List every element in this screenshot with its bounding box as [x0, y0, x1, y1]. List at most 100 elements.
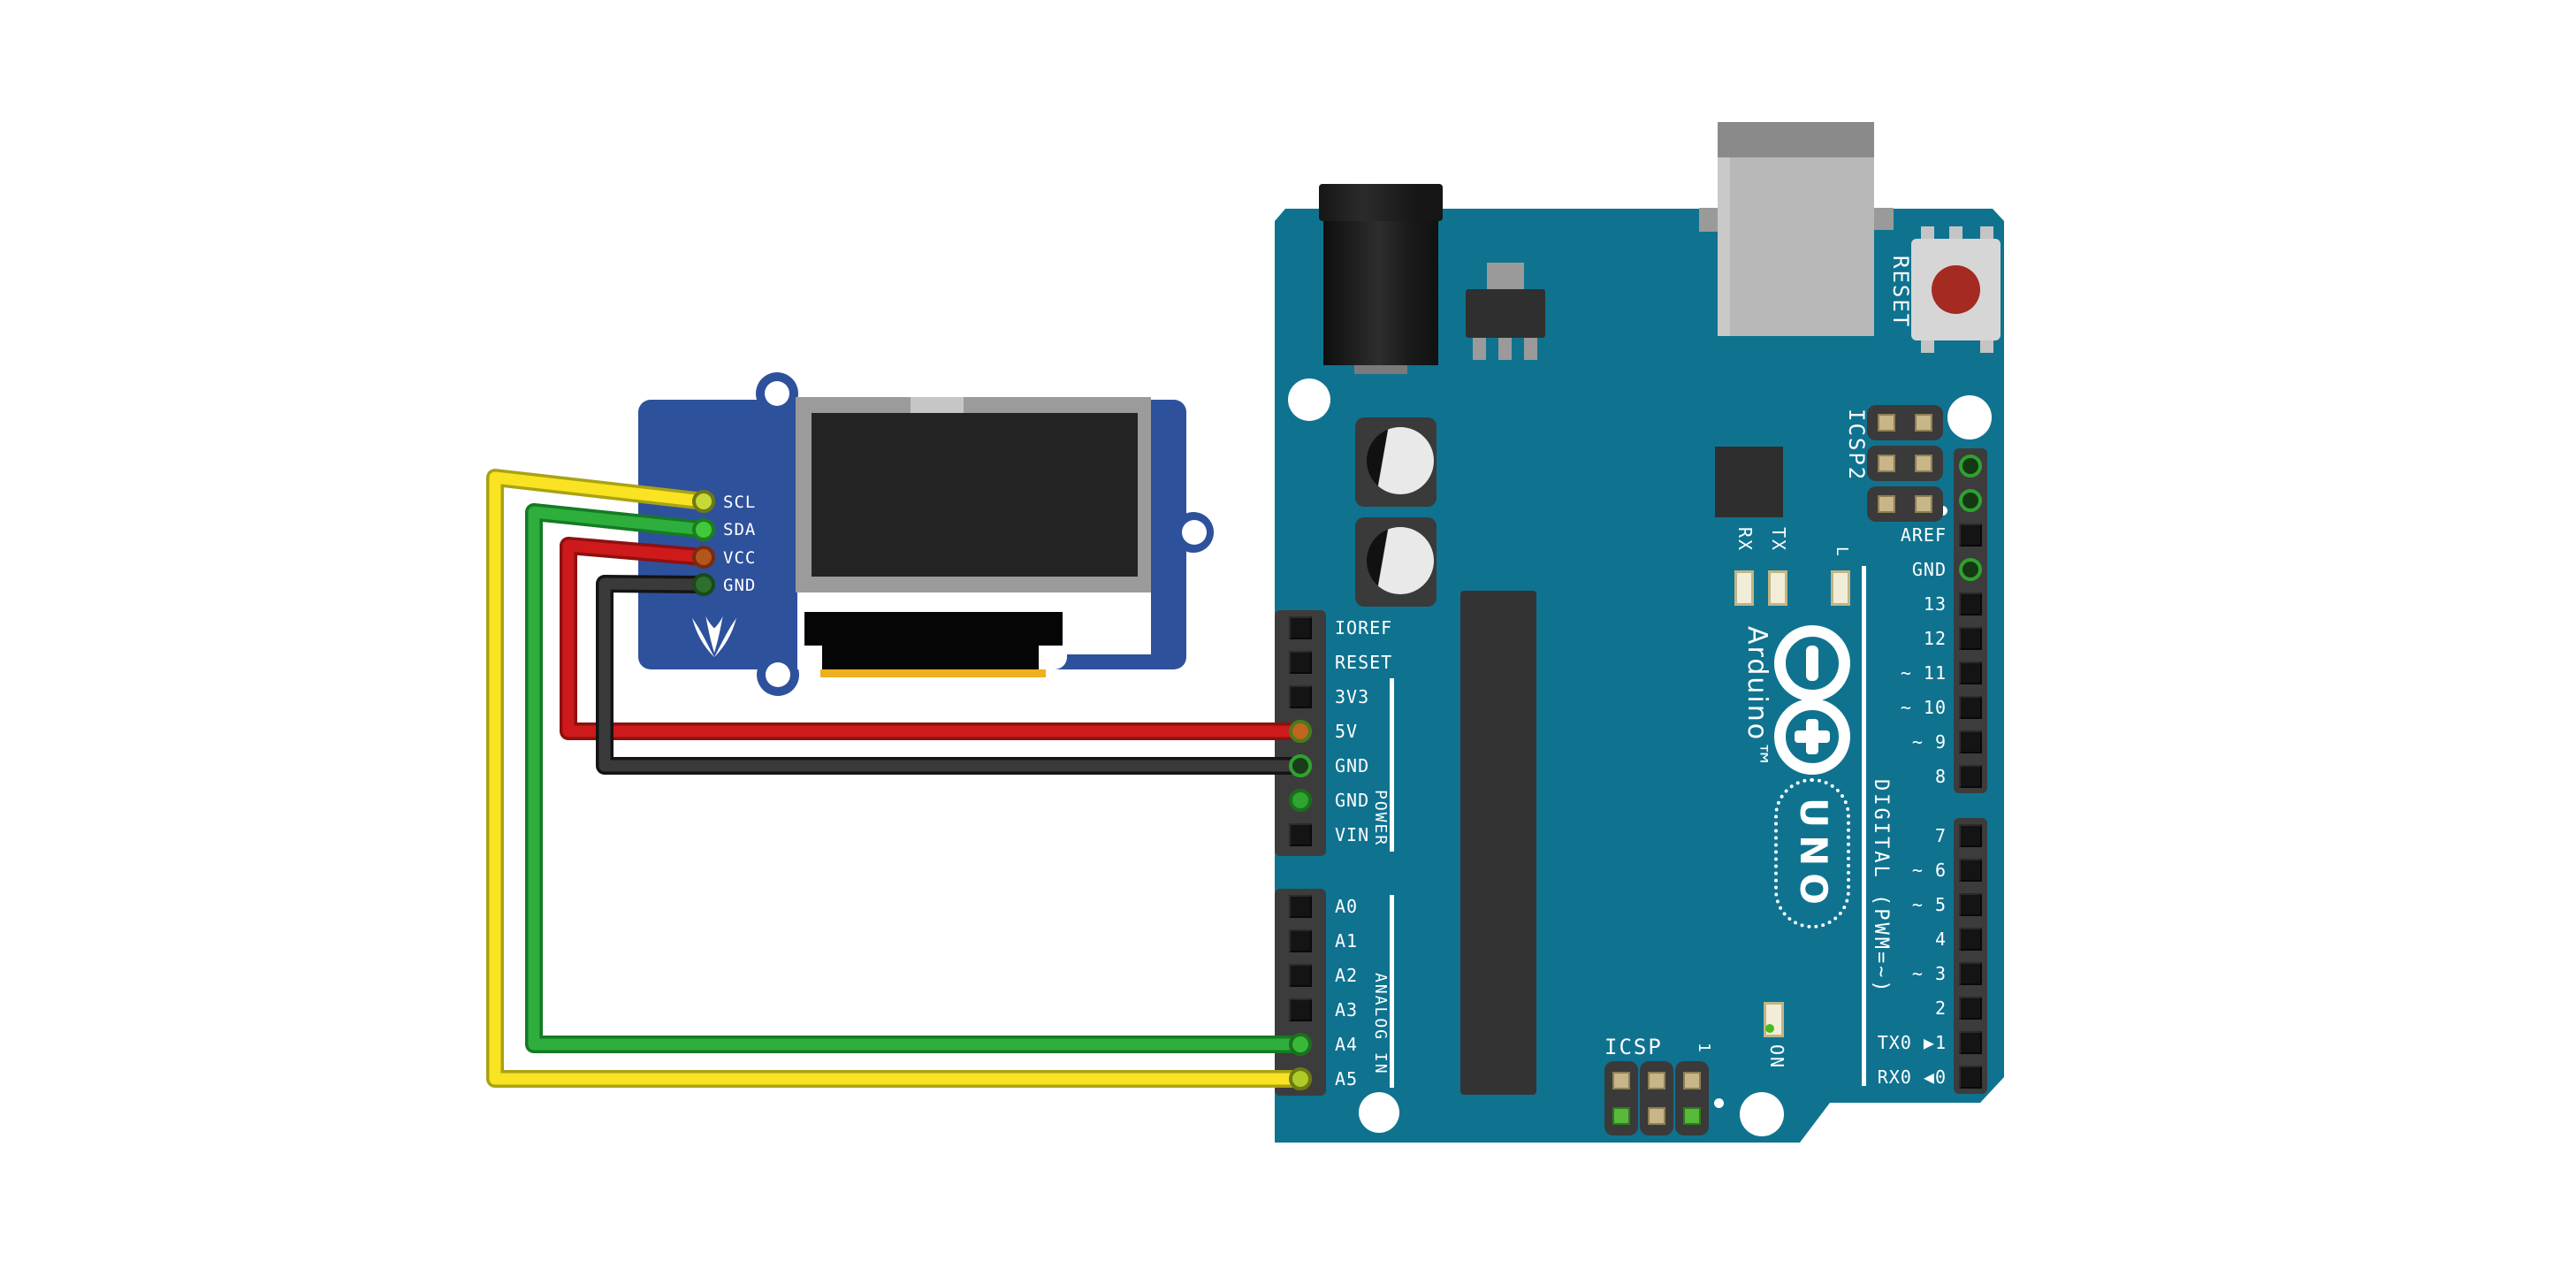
icsp2-pin	[1878, 414, 1895, 432]
digital-pin-9-label: ~ 9	[1911, 731, 1947, 753]
reset-button-leg	[1949, 226, 1962, 241]
digital-pin-8-label: 8	[1934, 766, 1947, 787]
digital-pin-gnd-label: GND	[1911, 559, 1947, 580]
power-pin-vin	[1289, 823, 1312, 846]
icsp-pin	[1648, 1072, 1665, 1089]
gnd-wire-end-terminal	[1289, 754, 1312, 777]
seeed-logo-icon	[692, 615, 736, 658]
digital-pin-3-label: ~ 3	[1911, 963, 1947, 984]
icsp-pin	[1612, 1107, 1630, 1125]
arduino-logo-minus	[1806, 646, 1818, 681]
icsp2-pin	[1878, 455, 1895, 472]
oled-mount-hole	[766, 662, 790, 687]
digital-pin-9	[1959, 730, 1982, 753]
analog-pin-a3-label: A3	[1335, 999, 1359, 1021]
digital-pin-11	[1959, 661, 1982, 684]
power-pin-ioref	[1289, 616, 1312, 639]
power-pin-reset-label: RESET	[1335, 652, 1393, 673]
uno-oval	[1774, 778, 1850, 929]
pin1-dot	[1714, 1098, 1724, 1108]
reset-button-leg	[1980, 226, 1993, 241]
arduino-logo-plus	[1795, 730, 1830, 743]
analog-pin-a0-label: A0	[1335, 896, 1359, 917]
digital-pin-aref	[1959, 524, 1982, 547]
analog-pin-a3	[1289, 998, 1312, 1021]
power-pin-reset	[1289, 651, 1312, 674]
digital-pin-6-label: ~ 6	[1911, 860, 1947, 881]
oled-screen	[812, 413, 1138, 577]
power-group-line	[1390, 678, 1394, 852]
atmega328-chip	[1460, 591, 1536, 1095]
digital-pin-7-label: 7	[1934, 825, 1947, 846]
reset-button-cap	[1932, 265, 1980, 314]
scl-wire-end-terminal	[1289, 1067, 1312, 1090]
digital-pin-8	[1959, 765, 1982, 788]
digital-pin-13-label: 13	[1923, 593, 1947, 615]
digital-pin-tx01-label: TX0 ▶1	[1877, 1032, 1947, 1053]
digital-pin-6	[1959, 859, 1982, 882]
reset-button-leg	[1921, 226, 1934, 241]
analog-pin-a2	[1289, 964, 1312, 987]
digital-pin-5-label: ~ 5	[1911, 894, 1947, 915]
digital-group-line	[1862, 566, 1866, 1086]
oled-pin-label-sda: SDA	[723, 520, 757, 540]
digital-pin-2	[1959, 997, 1982, 1020]
icsp-pin	[1683, 1107, 1701, 1125]
mounting-hole	[1740, 1092, 1784, 1136]
power-pin-gnd-label: GND	[1335, 790, 1370, 811]
analog-pin-a5-label: A5	[1335, 1068, 1359, 1089]
sda-wire-start-terminal	[692, 518, 715, 541]
oled-pin-label-gnd: GND	[723, 575, 757, 595]
oled-pin-label-scl: SCL	[723, 493, 757, 512]
power-jack-tab	[1354, 365, 1407, 374]
power-pin-vin-label: VIN	[1335, 824, 1370, 845]
mounting-hole	[1288, 378, 1330, 421]
power-jack-body	[1323, 221, 1438, 365]
voltage-regulator-tab	[1487, 263, 1524, 289]
oled-screen-notch	[911, 397, 964, 414]
icsp2-pin	[1915, 455, 1932, 472]
digital-pin	[1959, 489, 1982, 512]
power-pin-gnd	[1289, 789, 1312, 812]
digital-pin-12-label: 12	[1923, 628, 1947, 649]
analog-pin-a2-label: A2	[1335, 965, 1359, 986]
vcc-wire-start-terminal	[692, 546, 715, 569]
usb-connector-highlight	[1718, 157, 1730, 336]
power-jack	[1319, 184, 1443, 221]
vcc-wire	[562, 539, 1307, 738]
power-pin-5v-label: 5V	[1335, 721, 1359, 742]
reset-button-leg	[1980, 340, 1993, 353]
scl-wire-start-terminal	[692, 490, 715, 513]
tx-led	[1768, 570, 1787, 606]
usb-connector	[1718, 122, 1874, 336]
digital-pin-10	[1959, 696, 1982, 719]
icsp-pin	[1648, 1107, 1665, 1125]
gnd-wire	[598, 577, 1307, 772]
digital-pin-3	[1959, 962, 1982, 985]
digital-pin-12	[1959, 627, 1982, 650]
analog-pin-a1-label: A1	[1335, 930, 1359, 952]
usb-connector-top	[1718, 122, 1874, 157]
digital-pin-gnd	[1959, 558, 1982, 581]
usb-interface-chip	[1715, 447, 1783, 517]
digital-pin-10-label: ~ 10	[1900, 697, 1947, 718]
analog-header	[1275, 889, 1326, 1096]
icsp-pin	[1612, 1072, 1630, 1089]
analog-pin-a0	[1289, 895, 1312, 918]
power-pin-ioref-label: IOREF	[1335, 617, 1393, 638]
sda-wire	[528, 506, 1307, 1051]
icsp2-pin	[1878, 495, 1895, 513]
digital-pin-4	[1959, 928, 1982, 951]
sda-wire-end-terminal	[1289, 1033, 1312, 1056]
capacitor-top	[1367, 527, 1434, 594]
oled-mount-hole	[765, 381, 789, 406]
voltage-regulator-leg	[1473, 336, 1486, 360]
power-pin-3v3	[1289, 685, 1312, 708]
oled-fpc-gold-edge	[820, 669, 1046, 677]
l-led	[1831, 570, 1850, 606]
digital-pin-2-label: 2	[1934, 998, 1947, 1019]
mounting-hole	[1359, 1092, 1399, 1133]
voltage-regulator-leg	[1498, 336, 1512, 360]
